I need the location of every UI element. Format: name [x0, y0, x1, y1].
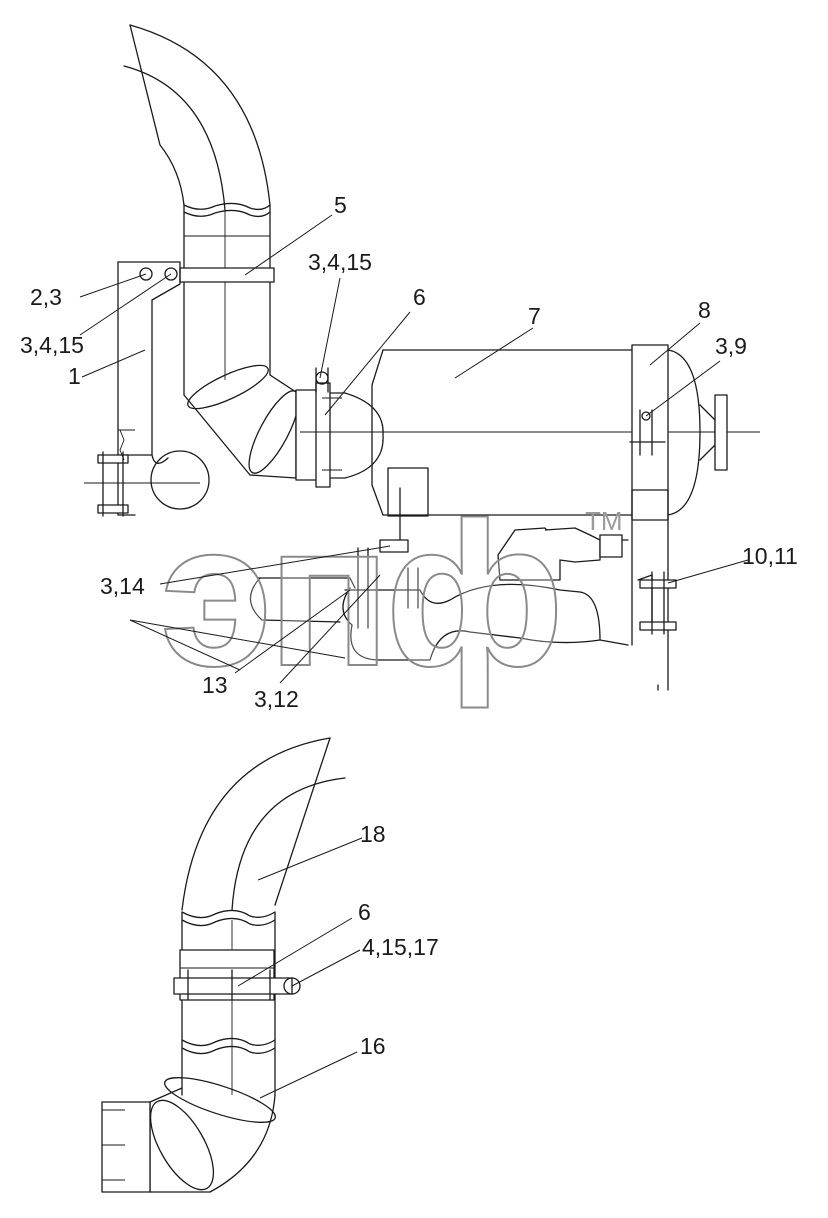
callout-3-9: 3,9 — [715, 333, 747, 359]
callout-2-3: 2,3 — [30, 284, 62, 310]
lower-support-frame — [249, 467, 677, 691]
alternate-outlet-pipe — [101, 737, 346, 1193]
callout-6-bottom: 6 — [358, 899, 371, 925]
callout-4-15-17: 4,15,17 — [362, 934, 439, 960]
left-mounting-bracket — [84, 261, 210, 517]
callout-13: 13 — [202, 672, 228, 698]
callout-3-4-15-left: 3,4,15 — [20, 332, 84, 358]
callout-7: 7 — [528, 303, 541, 329]
lower-assembly-view — [101, 737, 346, 1193]
callout-labels: 5 3,4,15 2,3 3,4,15 1 6 7 8 3,9 10,11 3,… — [20, 192, 798, 1059]
watermark-trademark: TM — [585, 506, 623, 536]
callout-10-11: 10,11 — [742, 543, 798, 569]
upper-assembly-view — [84, 24, 760, 691]
callout-18: 18 — [360, 821, 386, 847]
callout-6-top: 6 — [413, 284, 426, 310]
callout-3-14: 3,14 — [100, 573, 145, 599]
watermark-logo: эпф TM — [159, 479, 623, 710]
coupling-clamp — [295, 367, 384, 488]
callout-16: 16 — [360, 1033, 386, 1059]
callout-3-4-15-top: 3,4,15 — [308, 249, 372, 275]
leader-lines — [79, 214, 749, 1099]
muffler-body — [300, 344, 760, 521]
callout-5: 5 — [334, 192, 347, 218]
callout-3-12: 3,12 — [254, 686, 299, 712]
callout-8: 8 — [698, 297, 711, 323]
callout-1: 1 — [68, 363, 81, 389]
